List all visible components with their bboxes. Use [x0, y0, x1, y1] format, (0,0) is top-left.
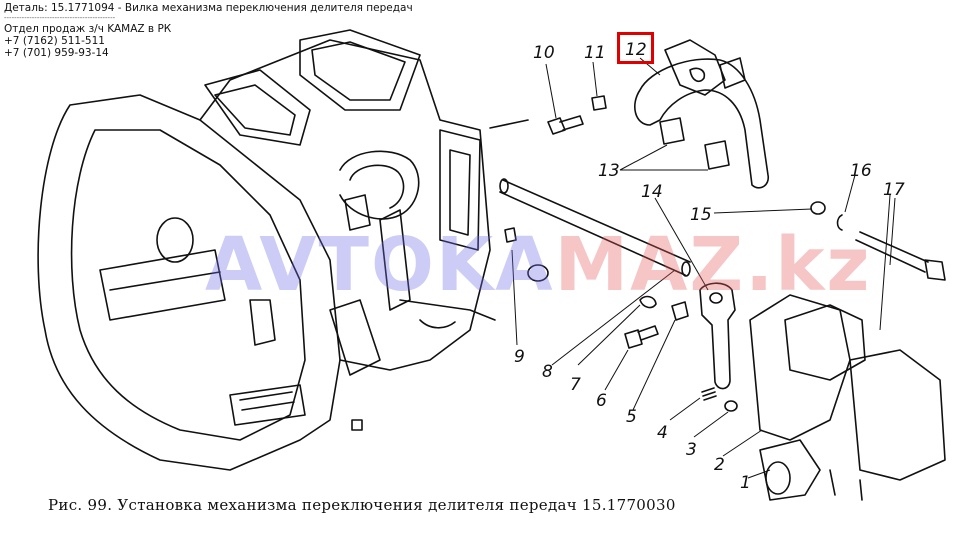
- callout-10: 10: [533, 43, 555, 63]
- callout-7: 7: [570, 375, 581, 395]
- part-4-spring: [701, 387, 717, 401]
- callout-16: 16: [850, 161, 872, 181]
- part-9-seal: [527, 264, 549, 282]
- gearbox-housing: [37, 29, 529, 471]
- callout-8: 8: [542, 362, 553, 382]
- part-15-washer: [810, 201, 826, 215]
- sales-dept: Отдел продаж з/ч KAMAZ в РК: [4, 23, 172, 35]
- watermark-part-1: AVTOKA: [205, 222, 555, 308]
- callout-5: 5: [626, 407, 637, 427]
- callout-3: 3: [686, 440, 697, 460]
- leader-lines: [511, 57, 896, 479]
- part-14-lever: [699, 282, 736, 390]
- detail-line: Деталь: 15.1771094 - Вилка механизма пер…: [4, 2, 413, 14]
- part-8-shift-rod: [499, 178, 691, 277]
- part-11-lock-plate: [591, 95, 607, 111]
- callout-9: 9: [514, 347, 525, 367]
- callout-12-highlight-box: [617, 32, 654, 64]
- part-10-bolt: [547, 115, 584, 135]
- part-5-lock-washer: [671, 301, 689, 321]
- part-13-sliders: [659, 117, 730, 170]
- phone-1: +7 (7162) 511-511: [4, 35, 105, 47]
- callout-11: 11: [584, 43, 606, 63]
- callout-12: 12: [625, 40, 647, 60]
- separator-line: ----------------------------------------…: [4, 14, 116, 22]
- part-12-shift-fork: [634, 39, 770, 189]
- part-6-bolt: [624, 325, 659, 349]
- callout-6: 6: [596, 391, 607, 411]
- part-1-valve-assembly: [749, 294, 946, 501]
- callout-14: 14: [641, 182, 663, 202]
- callout-17: 17: [883, 180, 905, 200]
- callout-4: 4: [657, 423, 668, 443]
- part-7-key: [639, 295, 657, 309]
- callout-2: 2: [714, 455, 725, 475]
- part-3-ball: [724, 400, 738, 412]
- callout-1: 1: [740, 473, 751, 493]
- phone-2: +7 (701) 959-93-14: [4, 47, 109, 59]
- callout-13: 13: [598, 161, 620, 181]
- watermark-part-2: MAZ.kz: [554, 222, 872, 308]
- figure-caption: Рис. 99. Установка механизма переключени…: [48, 496, 676, 514]
- callout-15: 15: [690, 205, 712, 225]
- part-9-pin: [504, 227, 517, 243]
- header-info: Деталь: 15.1771094 - Вилка механизма пер…: [4, 2, 413, 59]
- part-16-retaining-ring: [836, 214, 843, 231]
- watermark: AVTOKAMAZ.kz: [205, 222, 872, 308]
